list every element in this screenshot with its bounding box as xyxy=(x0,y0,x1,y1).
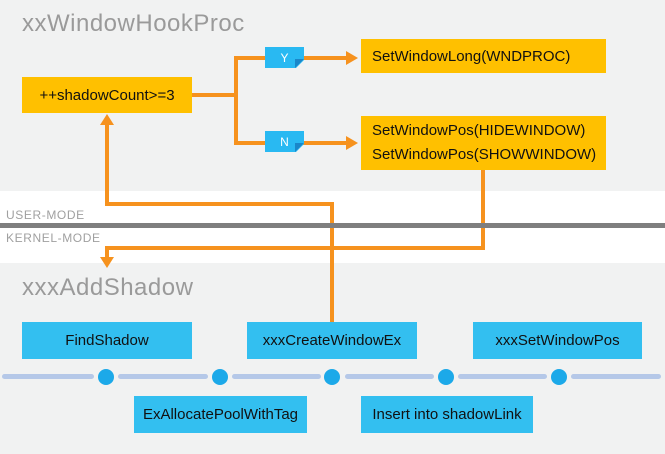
no-branch-label: N xyxy=(280,134,289,149)
condition-box: ++shadowCount>=3 xyxy=(22,77,192,113)
no-tag-fold-corner xyxy=(295,143,304,152)
timeline-node xyxy=(212,369,228,385)
connector-callback-vertical xyxy=(105,125,109,206)
yes-branch-label: Y xyxy=(280,50,289,65)
timeline-node xyxy=(438,369,454,385)
reentry-arrow-head xyxy=(100,257,114,268)
timeline-segment xyxy=(458,374,547,379)
exallocatepoolwithtag-box: ExAllocatePoolWithTag xyxy=(134,396,307,433)
callback-arrow-head xyxy=(100,114,114,125)
timeline-segment xyxy=(571,374,661,379)
yes-tag-fold-corner xyxy=(295,59,304,68)
connector-reentry-horizontal xyxy=(105,246,485,250)
user-mode-label: USER-MODE xyxy=(6,208,85,222)
createwindowex-box: xxxCreateWindowEx xyxy=(247,322,417,359)
kernel-mode-label: KERNEL-MODE xyxy=(6,231,101,245)
connector-setwindowpos-down-vertical xyxy=(481,170,485,250)
kernel-section-title: xxxAddShadow xyxy=(22,274,194,301)
timeline-segment xyxy=(2,374,94,379)
mode-divider-bar xyxy=(0,223,665,228)
yes-branch-tag: Y xyxy=(265,47,304,68)
timeline-segment xyxy=(232,374,321,379)
xxxsetwindowpos-box: xxxSetWindowPos xyxy=(473,322,642,359)
findshadow-box: FindShadow xyxy=(22,322,192,359)
connector-callback-horizontal xyxy=(105,202,334,206)
timeline-segment xyxy=(345,374,434,379)
connector-branch-vertical xyxy=(234,56,238,145)
no-arrow-head xyxy=(346,136,358,150)
timeline-node xyxy=(551,369,567,385)
connector-createwindowex-up-vertical xyxy=(330,202,334,322)
timeline-segment xyxy=(118,374,208,379)
user-section-title: xxWindowHookProc xyxy=(22,10,245,37)
insert-shadowlink-box: Insert into shadowLink xyxy=(361,396,533,433)
setwindowpos-line1: SetWindowPos(HIDEWINDOW) xyxy=(372,122,586,139)
timeline-node xyxy=(324,369,340,385)
setwindowpos-line2: SetWindowPos(SHOWWINDOW) xyxy=(372,146,597,163)
no-branch-tag: N xyxy=(265,131,304,152)
timeline-node xyxy=(98,369,114,385)
connector-condition-to-branch xyxy=(192,93,238,97)
yes-arrow-head xyxy=(346,51,358,65)
connector-reentry-vertical xyxy=(105,246,109,257)
setwindowpos-box: SetWindowPos(HIDEWINDOW) SetWindowPos(SH… xyxy=(361,116,606,170)
setwindowlong-box: SetWindowLong(WNDPROC) xyxy=(361,39,606,73)
